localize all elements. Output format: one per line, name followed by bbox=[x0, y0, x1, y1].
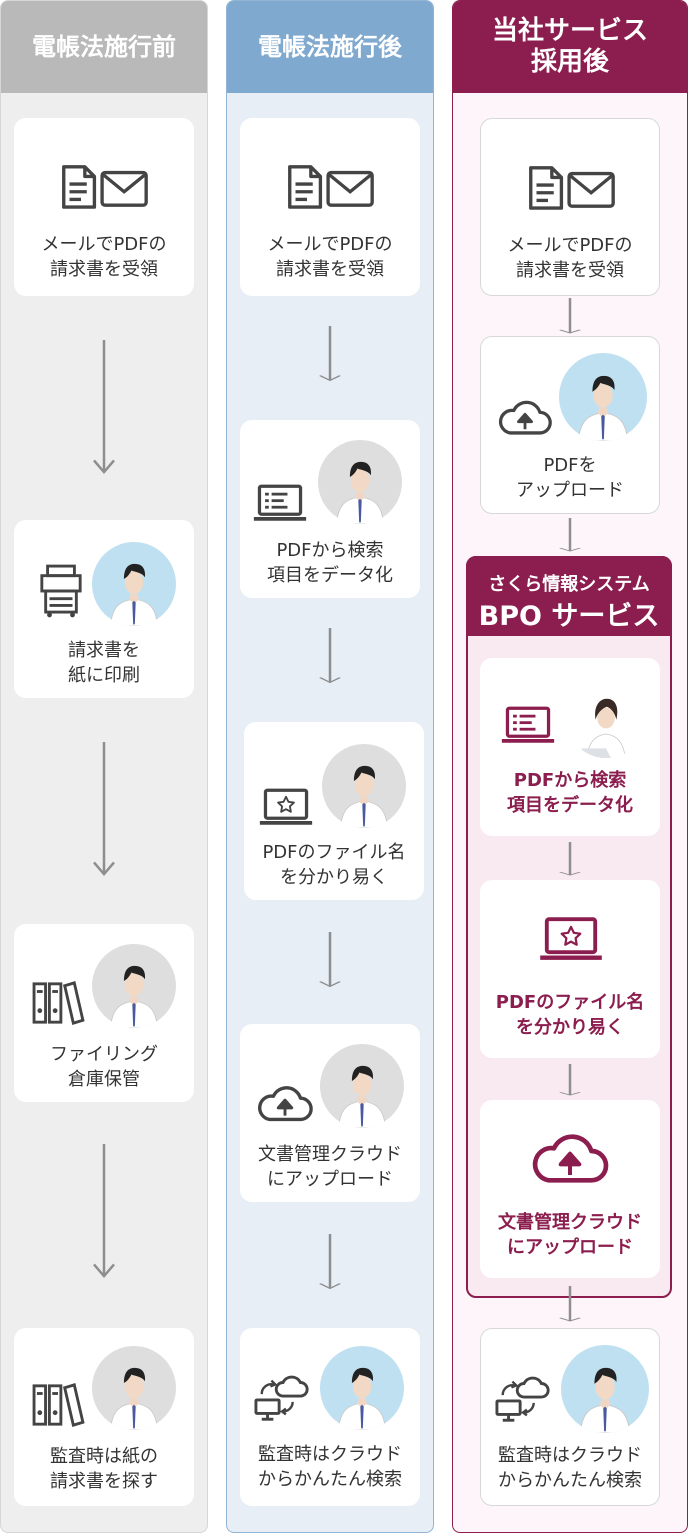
flow-arrow bbox=[558, 518, 582, 552]
document-mail-icon bbox=[58, 162, 150, 210]
worried-businessman-avatar bbox=[92, 1346, 176, 1430]
step-label: PDFから検索 項目をデータ化 bbox=[267, 540, 393, 587]
flow-arrow bbox=[318, 932, 342, 988]
step-card-cloud-search: 監査時はクラウド からかんたん検索 bbox=[240, 1328, 420, 1506]
step-label: 監査時は紙の 請求書を探す bbox=[50, 1446, 158, 1493]
flow-arrow bbox=[92, 340, 116, 476]
column-title: 電帳法施行前 bbox=[1, 1, 207, 93]
bpo-step-data-entry: PDFから検索 項目をデータ化 bbox=[480, 658, 660, 836]
step-card-data-entry: PDFから検索 項目をデータ化 bbox=[240, 420, 420, 598]
laptop-star-icon bbox=[538, 916, 604, 962]
step-card-upload: 文書管理クラウド にアップロード bbox=[240, 1024, 420, 1202]
step-label: PDFを アップロード bbox=[516, 455, 624, 502]
flow-arrow bbox=[318, 1234, 342, 1290]
flow-arrow bbox=[558, 1064, 582, 1096]
step-label: PDFのファイル名 を分かり易く bbox=[262, 842, 406, 889]
cloud-upload-icon bbox=[256, 1084, 314, 1124]
confident-businessman-avatar bbox=[561, 1345, 649, 1433]
document-mail-icon bbox=[284, 162, 376, 210]
column-title: 当社サービス 採用後 bbox=[453, 1, 687, 93]
binders-icon bbox=[30, 1382, 86, 1428]
laptop-list-icon bbox=[500, 706, 556, 744]
cloud-sync-icon bbox=[495, 1373, 553, 1423]
bpo-step-rename: PDFのファイル名 を分かり易く bbox=[480, 880, 660, 1058]
step-label: メールでPDFの 請求書を受領 bbox=[507, 235, 633, 282]
document-mail-icon bbox=[525, 163, 617, 211]
flow-arrow bbox=[558, 298, 582, 334]
businessman-avatar bbox=[92, 542, 176, 626]
flow-arrow bbox=[92, 1144, 116, 1280]
step-label: 文書管理クラウド にアップロード bbox=[498, 1212, 642, 1259]
flow-arrow bbox=[558, 1286, 582, 1322]
bpo-service-header: さくら情報システム BPO サービス bbox=[466, 556, 672, 636]
laptop-list-icon bbox=[252, 484, 308, 522]
step-label: ファイリング 倉庫保管 bbox=[50, 1044, 158, 1091]
column-title: 電帳法施行後 bbox=[227, 1, 433, 93]
cloud-sync-icon bbox=[254, 1372, 312, 1422]
step-card-receive-pdf: メールでPDFの 請求書を受領 bbox=[480, 118, 660, 296]
step-card-receive-pdf: メールでPDFの 請求書を受領 bbox=[240, 118, 420, 296]
step-label: 請求書を 紙に印刷 bbox=[68, 640, 140, 687]
step-label: メールでPDFの 請求書を受領 bbox=[267, 234, 393, 281]
operator-woman-avatar bbox=[566, 678, 646, 758]
step-label: 監査時はクラウド からかんたん検索 bbox=[258, 1444, 402, 1491]
step-card-upload-pdf: PDFを アップロード bbox=[480, 336, 660, 514]
step-card-receive-pdf: メールでPDFの 請求書を受領 bbox=[14, 118, 194, 296]
step-label: PDFのファイル名 を分かり易く bbox=[495, 992, 645, 1039]
step-label: PDFから検索 項目をデータ化 bbox=[507, 770, 633, 817]
confident-businessman-avatar bbox=[559, 353, 647, 441]
flow-arrow bbox=[318, 326, 342, 382]
worried-businessman-avatar bbox=[320, 1044, 404, 1128]
cloud-upload-icon bbox=[530, 1132, 610, 1186]
step-card-search-paper: 監査時は紙の 請求書を探す bbox=[14, 1328, 194, 1506]
copier-icon bbox=[38, 564, 84, 618]
worried-businessman-avatar bbox=[318, 440, 402, 524]
laptop-star-icon bbox=[258, 788, 314, 826]
step-card-print: 請求書を 紙に印刷 bbox=[14, 520, 194, 698]
flow-arrow bbox=[92, 742, 116, 878]
worried-businessman-avatar bbox=[322, 744, 406, 828]
businessman-avatar bbox=[320, 1346, 404, 1430]
step-card-filing: ファイリング 倉庫保管 bbox=[14, 924, 194, 1102]
binders-icon bbox=[30, 980, 86, 1026]
worried-businessman-avatar bbox=[92, 944, 176, 1028]
cloud-upload-icon bbox=[497, 399, 553, 437]
step-label: 文書管理クラウド にアップロード bbox=[258, 1144, 402, 1191]
step-card-cloud-search: 監査時はクラウド からかんたん検索 bbox=[480, 1328, 660, 1506]
step-label: 監査時はクラウド からかんたん検索 bbox=[498, 1445, 642, 1492]
step-label: メールでPDFの 請求書を受領 bbox=[41, 234, 167, 281]
step-card-rename: PDFのファイル名 を分かり易く bbox=[244, 722, 424, 900]
bpo-subtitle: さくら情報システム bbox=[488, 574, 650, 595]
bpo-step-upload: 文書管理クラウド にアップロード bbox=[480, 1100, 660, 1278]
flow-arrow bbox=[318, 628, 342, 684]
flow-arrow bbox=[558, 842, 582, 876]
bpo-title: BPO サービス bbox=[478, 601, 660, 632]
